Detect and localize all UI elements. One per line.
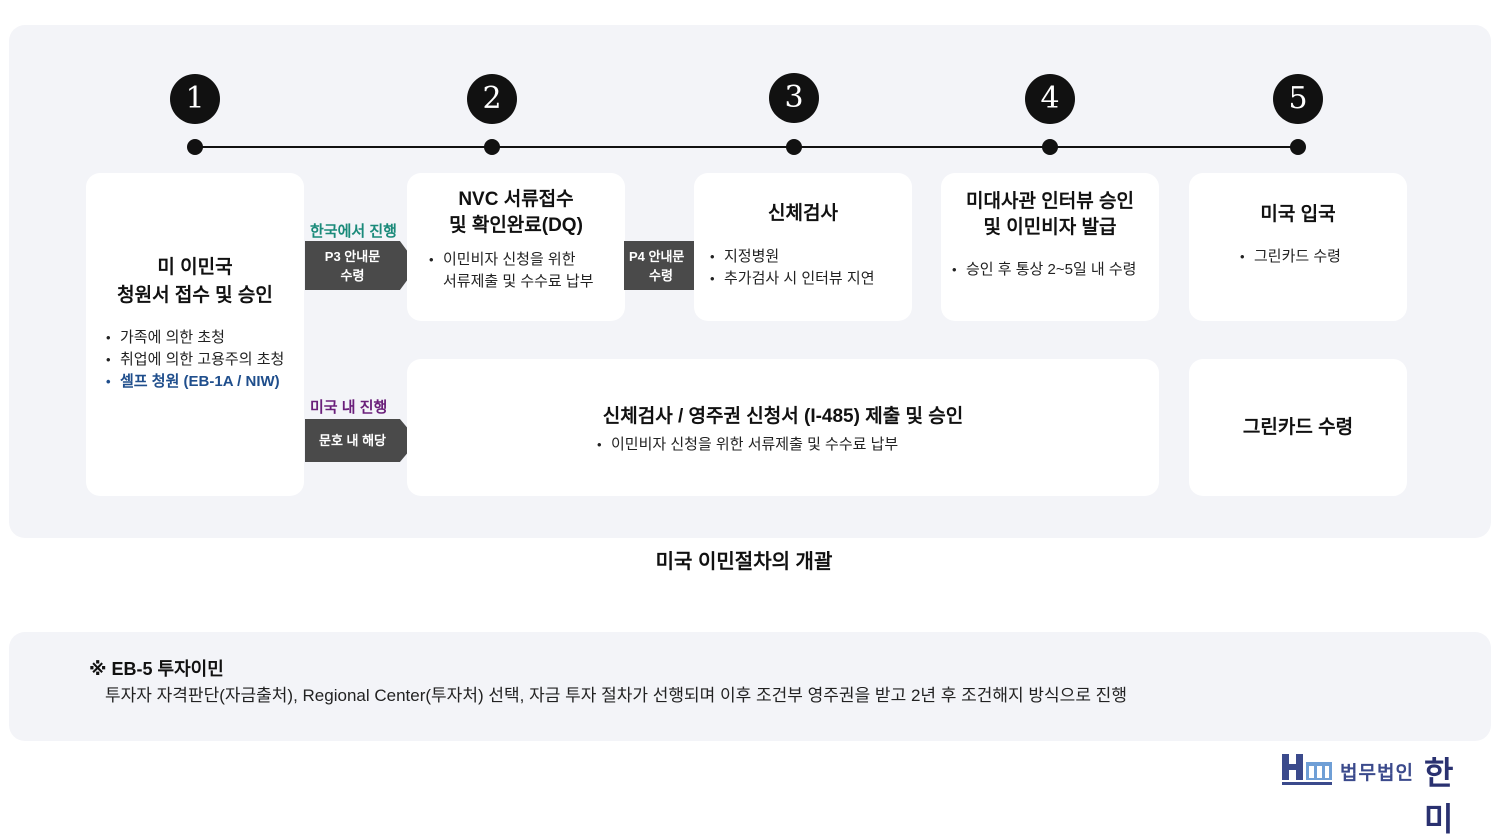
bullet-line: 서류제출 및 수수료 납부 xyxy=(443,273,594,290)
eb5-note-panel: ※ EB-5 투자이민 투자자 자격판단(자금출처), Regional Cen… xyxy=(9,632,1491,741)
korea-process-label: 한국에서 진행 xyxy=(310,223,397,240)
step-2-title-line2: 및 확인완료(DQ) xyxy=(449,215,583,236)
step-1-bullets: 가족에 의한 초청 취업에 의한 고용주의 초청 셀프 청원 (EB-1A / … xyxy=(104,327,304,393)
step-2-card: NVC 서류접수 및 확인완료(DQ) 이민비자 신청을 위한 서류제출 및 수… xyxy=(407,173,625,321)
p3-arrow-line2: 수령 xyxy=(340,267,365,283)
p4-arrow-line2: 수령 xyxy=(649,267,673,283)
us-process-label: 미국 내 진행 xyxy=(310,399,388,416)
green-card-card: 그린카드 수령 xyxy=(1189,359,1407,496)
bullet-item: 이민비자 신청을 위한 서류제출 및 수수료 납부 xyxy=(427,249,625,293)
p4-arrow-line1: P4 안내문 xyxy=(629,248,685,264)
bullet-item: 지정병원 xyxy=(708,246,912,268)
step-1-badge: 1 xyxy=(170,74,220,124)
adjustment-of-status-card: 신체검사 / 영주권 신청서 (I-485) 제출 및 승인 이민비자 신청을 … xyxy=(407,359,1159,496)
step-2-title-line1: NVC 서류접수 xyxy=(458,189,574,210)
bullet-item: 가족에 의한 초청 xyxy=(104,327,304,349)
step-5-card: 미국 입국 그린카드 수령 xyxy=(1189,173,1407,321)
step-4-badge: 4 xyxy=(1025,74,1075,124)
p3-arrow-line1: P3 안내문 xyxy=(324,248,381,264)
timeline-dot xyxy=(484,139,500,155)
eb5-note-title: ※ EB-5 투자이민 xyxy=(89,659,224,679)
timeline-dot xyxy=(187,139,203,155)
timeline-dot xyxy=(786,139,802,155)
adjustment-of-status-title: 신체검사 / 영주권 신청서 (I-485) 제출 및 승인 xyxy=(602,406,964,427)
step-4-bullets: 승인 후 통상 2~5일 내 수령 xyxy=(950,259,1159,281)
p3-notice-arrow: P3 안내문 수령 xyxy=(305,241,418,290)
step-3-badge: 3 xyxy=(769,73,819,123)
bullet-item: 이민비자 신청을 위한 서류제출 및 수수료 납부 xyxy=(595,434,1159,456)
step-3-bullets: 지정병원 추가검사 시 인터뷰 지연 xyxy=(708,246,912,290)
timeline-line xyxy=(195,146,1298,148)
bullet-item: 취업에 의한 고용주의 초청 xyxy=(104,349,304,371)
bullet-item: 그린카드 수령 xyxy=(1238,246,1407,268)
bullet-item-self-petition: 셀프 청원 (EB-1A / NIW) xyxy=(104,371,304,393)
step-4-card: 미대사관 인터뷰 승인 및 이민비자 발급 승인 후 통상 2~5일 내 수령 xyxy=(941,173,1159,321)
step-5-title: 미국 입국 xyxy=(1260,204,1336,225)
timeline-dot xyxy=(1042,139,1058,155)
step-1-title-line2: 청원서 접수 및 승인 xyxy=(117,285,273,306)
step-4-title-line2: 및 이민비자 발급 xyxy=(983,217,1117,238)
hanmi-logo-mark-icon xyxy=(1282,754,1332,785)
bullet-line: 이민비자 신청을 위한 xyxy=(443,251,576,268)
bullet-item: 승인 후 통상 2~5일 내 수령 xyxy=(950,259,1159,281)
step-1-card: 미 이민국 청원서 접수 및 승인 가족에 의한 초청 취업에 의한 고용주의 … xyxy=(86,173,304,496)
step-5-badge: 5 xyxy=(1273,74,1323,124)
eb5-note-body: 투자자 자격판단(자금출처), Regional Center(투자처) 선택,… xyxy=(105,686,1127,705)
step-2-bullets: 이민비자 신청을 위한 서류제출 및 수수료 납부 xyxy=(427,249,625,293)
logo-text-big: 한미 xyxy=(1424,755,1458,837)
step-3-title: 신체검사 xyxy=(768,203,838,224)
diagram-caption: 미국 이민절차의 개괄 xyxy=(655,551,833,573)
timeline-dot xyxy=(1290,139,1306,155)
bullet-item: 추가검사 시 인터뷰 지연 xyxy=(708,268,912,290)
visa-bulletin-arrow: 문호 내 해당 xyxy=(305,419,418,462)
step-5-bullets: 그린카드 수령 xyxy=(1238,246,1407,268)
adjustment-of-status-bullets: 이민비자 신청을 위한 서류제출 및 수수료 납부 xyxy=(595,434,1159,456)
step-3-card: 신체검사 지정병원 추가검사 시 인터뷰 지연 xyxy=(694,173,912,321)
step-2-badge: 2 xyxy=(467,74,517,124)
green-card-title: 그린카드 수령 xyxy=(1242,416,1354,438)
law-firm-logo: 법무법인 한미 xyxy=(1280,748,1490,837)
step-1-title-line1: 미 이민국 xyxy=(157,257,233,278)
logo-text-small: 법무법인 xyxy=(1340,763,1414,784)
step-4-title-line1: 미대사관 인터뷰 승인 xyxy=(966,191,1134,212)
visa-bulletin-arrow-label: 문호 내 해당 xyxy=(318,433,387,448)
